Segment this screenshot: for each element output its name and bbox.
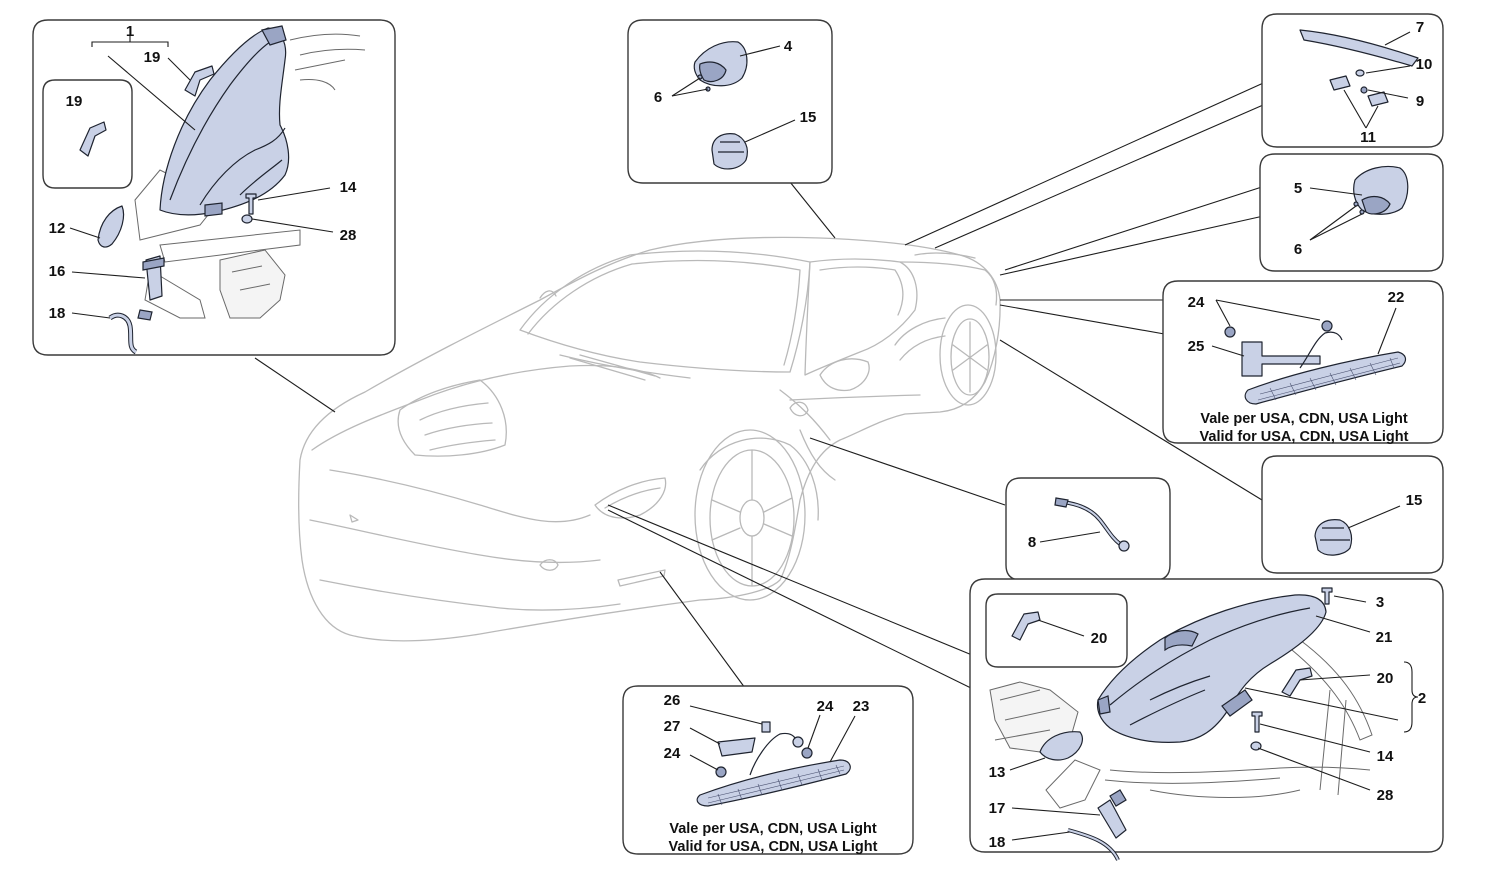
nut-24c [715, 766, 727, 778]
label-16: 16 [49, 263, 66, 280]
lamp-11a [1329, 75, 1351, 91]
part-labels: 1 19 19 14 28 12 16 18 4 6 15 7 10 9 11 … [49, 19, 1433, 851]
grommet-15-right [1314, 519, 1353, 556]
screw-3 [1321, 587, 1333, 605]
car-outline [298, 236, 1001, 642]
bracket-19-main [184, 65, 215, 97]
clip-26 [761, 721, 771, 733]
actuator-17 [1097, 799, 1127, 839]
label-11: 11 [1360, 129, 1376, 146]
reflector-23 [696, 759, 851, 807]
panel-left-headlight [32, 19, 396, 356]
label-8: 8 [1028, 534, 1036, 551]
headlight-assembly-left [159, 27, 290, 216]
label-12: 12 [49, 220, 66, 237]
label-1: 1 [126, 23, 134, 40]
label-19-main: 19 [144, 49, 161, 66]
label-6-right: 6 [1294, 241, 1302, 258]
label-13: 13 [989, 764, 1006, 781]
label-15-right: 15 [1406, 492, 1423, 509]
label-24-right: 24 [1188, 294, 1205, 311]
label-20-box: 20 [1091, 630, 1108, 647]
panel-right-grommet [1261, 455, 1444, 574]
label-21: 21 [1376, 629, 1393, 646]
note-en-right: Valid for USA, CDN, USA Light [1200, 429, 1409, 445]
grommet-15-top [711, 133, 748, 170]
panel-pointer-lines [254, 79, 1271, 691]
label-4: 4 [784, 38, 793, 55]
label-14-right: 14 [1377, 748, 1394, 765]
bolt-14-right [1251, 711, 1263, 733]
panel-right-headlight [969, 578, 1444, 861]
reflector-22 [1244, 351, 1407, 405]
note-it-bottom: Vale per USA, CDN, USA Light [669, 821, 876, 837]
label-24-bottom-left: 24 [664, 745, 681, 762]
bracket-19-box [79, 121, 107, 157]
label-7: 7 [1416, 19, 1424, 36]
reflector-23-grid [707, 764, 845, 806]
strip-7 [1299, 29, 1419, 67]
label-10: 10 [1416, 56, 1433, 73]
label-5: 5 [1294, 180, 1302, 197]
label-28-right: 28 [1377, 787, 1394, 804]
label-28-left: 28 [340, 227, 357, 244]
label-24-bottom-right: 24 [817, 698, 834, 715]
panel-top-right [1261, 13, 1444, 148]
nut-24a [1224, 326, 1236, 338]
label-15-top: 15 [800, 109, 817, 126]
label-20-main: 20 [1377, 670, 1394, 687]
cap-12 [97, 205, 125, 248]
nut-28 [241, 214, 253, 224]
lamp-11b [1367, 91, 1389, 107]
bolt-14 [245, 193, 257, 215]
label-3: 3 [1376, 594, 1384, 611]
washer-10 [1355, 69, 1365, 77]
bracket-25 [1241, 341, 1321, 377]
label-19-box: 19 [66, 93, 83, 110]
label-6-top: 6 [654, 89, 662, 106]
bracket-20-main [1281, 667, 1313, 697]
label-18-right: 18 [989, 834, 1006, 851]
nut-24d [801, 747, 813, 759]
panel-right-marker: Vale per USA, CDN, USA Light Valid for U… [1162, 280, 1444, 445]
cap-13 [1039, 731, 1083, 761]
label-25: 25 [1188, 338, 1205, 355]
note-en-bottom: Valid for USA, CDN, USA Light [669, 839, 878, 855]
headlight-assembly-right [1096, 594, 1327, 743]
label-26: 26 [664, 692, 681, 709]
label-9: 9 [1416, 93, 1424, 110]
bracket-20-box [1011, 611, 1041, 641]
nut-24b [1321, 320, 1333, 332]
label-18-left: 18 [49, 305, 66, 322]
panel-bottom-marker: Vale per USA, CDN, USA Light Valid for U… [622, 685, 914, 855]
note-it-right: Vale per USA, CDN, USA Light [1200, 411, 1407, 427]
screw-9 [1360, 86, 1368, 94]
panel-top-center [627, 19, 833, 184]
panel-right-lamp [1259, 153, 1444, 272]
panel-cable [1005, 477, 1171, 581]
brace-2 [1403, 661, 1419, 733]
label-2: 2 [1418, 690, 1426, 707]
label-14-left: 14 [340, 179, 357, 196]
reflector-22-grid [1257, 357, 1401, 401]
label-17: 17 [989, 800, 1006, 817]
label-22: 22 [1388, 289, 1405, 306]
label-23: 23 [853, 698, 870, 715]
label-27: 27 [664, 718, 681, 735]
label-27 [717, 737, 756, 757]
